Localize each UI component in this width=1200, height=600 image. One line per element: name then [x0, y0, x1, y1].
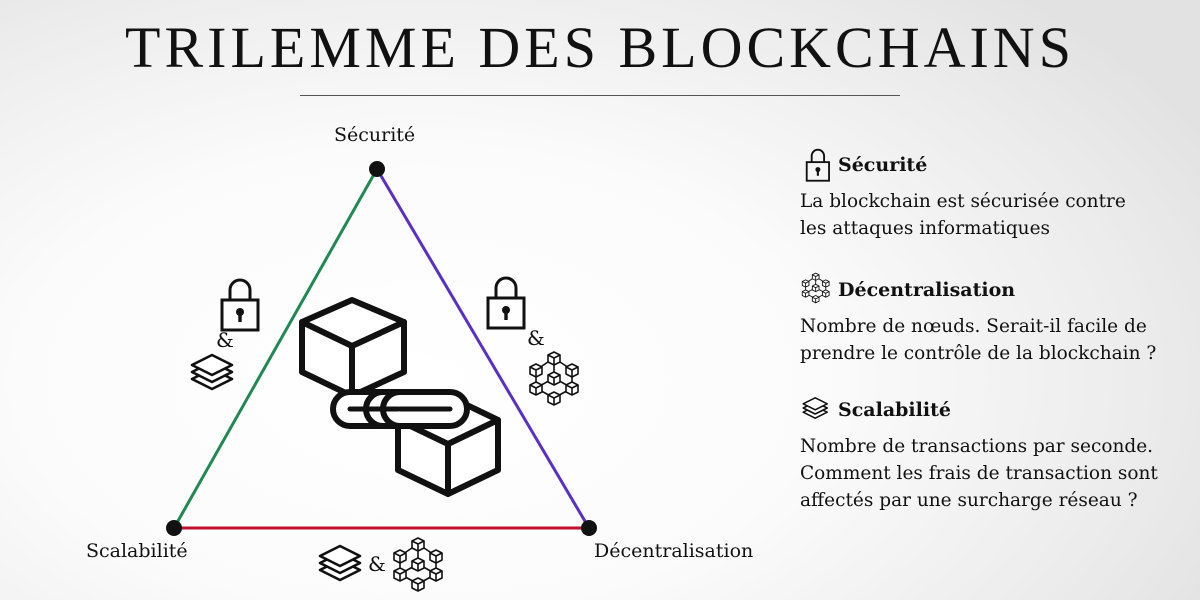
- edge-right-connector: &: [527, 326, 545, 350]
- legend-heading: Décentralisation: [838, 279, 1016, 301]
- blockchain-link-icon: [299, 297, 501, 497]
- edge-security-decentralization: [375, 168, 591, 529]
- edge-security-scalability: [172, 168, 379, 529]
- legend-line: affectés par une surcharge réseau ?: [800, 490, 1138, 511]
- layers-icon: [190, 353, 234, 391]
- vertex-left: [166, 520, 182, 536]
- edge-left-connector: &: [216, 328, 234, 352]
- edge-bottom-connector: &: [368, 552, 386, 576]
- legend-body: Nombre de nœuds. Serait-il facile de pre…: [800, 313, 1190, 367]
- title-divider: [300, 95, 900, 96]
- vertex-top: [369, 161, 385, 177]
- legend-line: Nombre de nœuds. Serait-il facile de: [800, 316, 1147, 337]
- network-icon: [530, 352, 578, 405]
- legend-line: Nombre de transactions par seconde.: [800, 436, 1154, 457]
- legend-line: Comment les frais de transaction sont: [800, 463, 1158, 484]
- legend-decentralization: Décentralisation Nombre de nœuds. Serait…: [800, 273, 1190, 367]
- layers-icon: [318, 544, 362, 582]
- page-title: TRILEMME DES BLOCKCHAINS: [125, 15, 1075, 80]
- legend-body: La blockchain est sécurisée contre les a…: [800, 188, 1190, 242]
- lock-icon: [220, 278, 260, 332]
- legend-security: Sécurité La blockchain est sécurisée con…: [800, 148, 1190, 242]
- vertex-label-decentralization: Décentralisation: [594, 540, 754, 562]
- legend-heading: Sécurité: [838, 154, 928, 176]
- lock-icon: [486, 276, 526, 330]
- legend-scalability: Scalabilité Nombre de transactions par s…: [800, 393, 1190, 514]
- vertex-right: [581, 520, 597, 536]
- vertex-label-scalability: Scalabilité: [86, 540, 188, 562]
- legend-heading: Scalabilité: [838, 399, 951, 421]
- legend-line: La blockchain est sécurisée contre: [800, 191, 1126, 212]
- legend-line: prendre le contrôle de la blockchain ?: [800, 343, 1157, 364]
- legend-body: Nombre de transactions par seconde. Comm…: [800, 433, 1190, 514]
- legend-line: les attaques informatiques: [800, 218, 1051, 239]
- network-icon: [394, 538, 442, 591]
- vertex-label-security: Sécurité: [334, 124, 416, 146]
